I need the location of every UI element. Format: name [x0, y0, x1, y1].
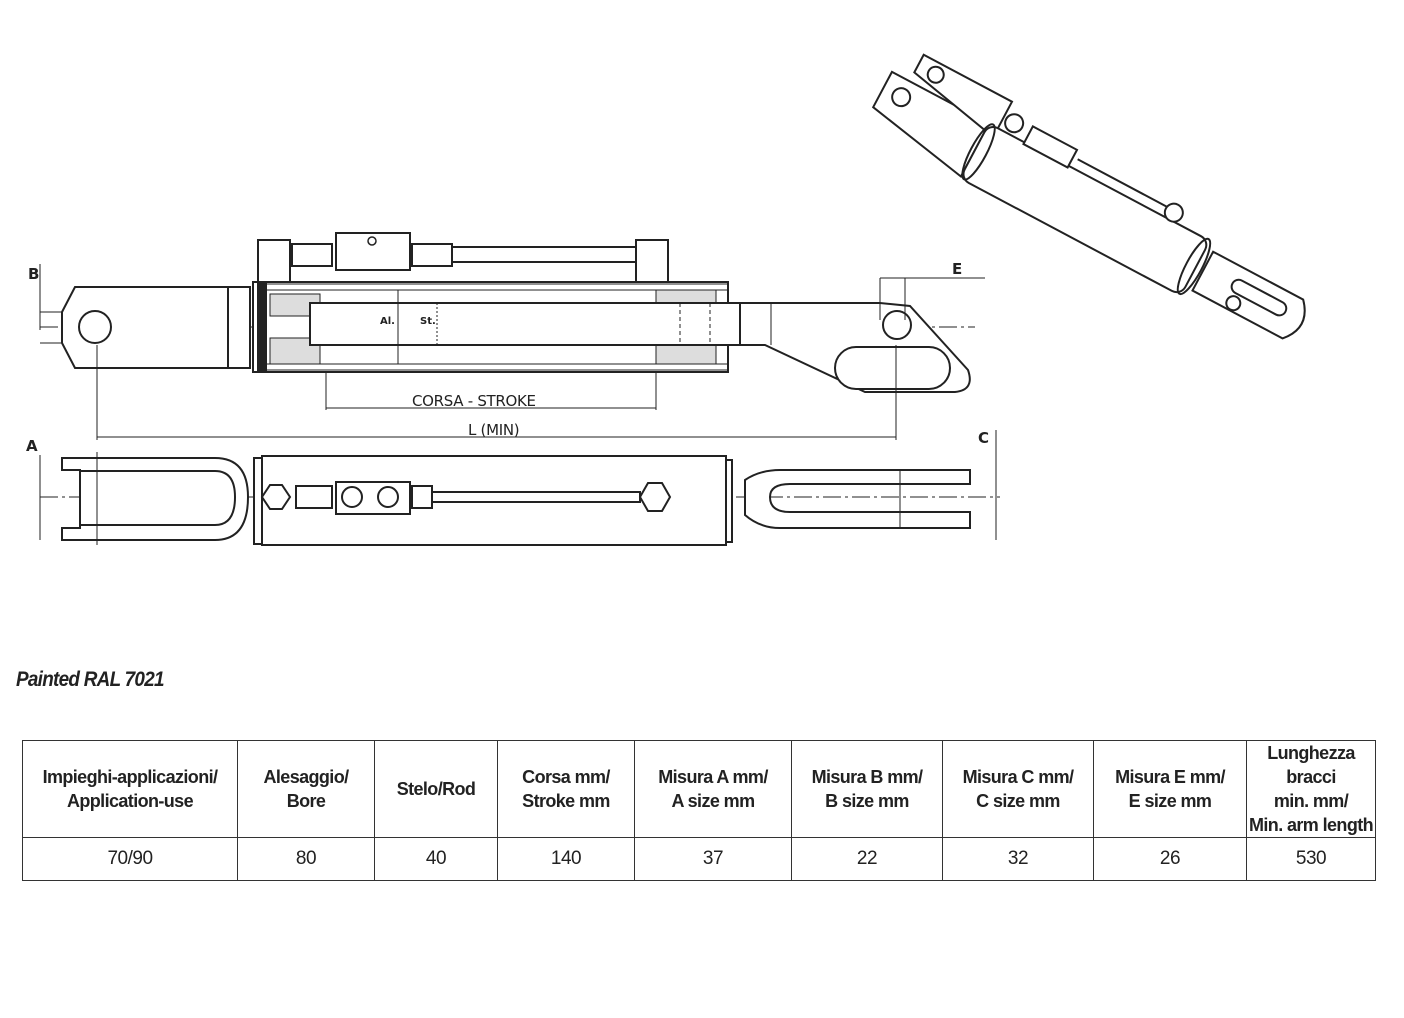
side-section-view: Al. St. CORSA - STROKE L (MIN) B E: [28, 232, 985, 440]
table-header-row: Impieghi-applicazioni/Application-use Al…: [22, 740, 1376, 838]
header-line: Stroke mm: [522, 791, 610, 811]
cell-arm-length: 530: [1246, 837, 1376, 881]
header-line: Misura B mm/: [811, 767, 923, 787]
cell-size-c: 32: [942, 837, 1094, 881]
header-size-b: Misura B mm/B size mm: [791, 740, 943, 838]
header-line: Misura C mm/: [962, 767, 1074, 787]
header-line: A size mm: [671, 791, 756, 811]
label-e: E: [952, 260, 962, 278]
label-b: B: [28, 265, 39, 283]
cell-rod: 40: [374, 837, 498, 881]
header-line: Stelo/Rod: [396, 779, 476, 799]
header-line: B size mm: [825, 791, 909, 811]
header-arm-length: Lunghezza bracci min. mm/Min. arm length: [1246, 740, 1376, 838]
header-line: Bore: [286, 791, 326, 811]
cell-size-b: 22: [791, 837, 943, 881]
cell-bore: 80: [237, 837, 375, 881]
header-line: Lunghezza bracci: [1267, 743, 1355, 787]
header-line: Application-use: [66, 791, 194, 811]
length-dimension-label: L (MIN): [468, 421, 519, 439]
header-bore: Alesaggio/Bore: [237, 740, 375, 838]
cell-application: 70/90: [22, 837, 238, 881]
specifications-table: Impieghi-applicazioni/Application-use Al…: [22, 740, 1376, 881]
stroke-dimension-label: CORSA - STROKE: [412, 392, 536, 410]
header-line: Misura E mm/: [1115, 767, 1225, 787]
top-view: A C: [26, 429, 1000, 546]
header-line: Min. arm length: [1249, 815, 1374, 835]
table-row: 70/90 80 40 140 37 22 32 26 530: [22, 837, 1376, 881]
cylinder-technical-drawing: Al. St. CORSA - STROKE L (MIN) B E: [26, 53, 1306, 546]
label-a: A: [26, 437, 38, 455]
label-al: Al.: [380, 316, 395, 327]
label-c: C: [978, 429, 989, 447]
header-line: C size mm: [976, 791, 1060, 811]
header-size-a: Misura A mm/A size mm: [634, 740, 792, 838]
header-stroke: Corsa mm/Stroke mm: [497, 740, 635, 838]
header-line: Corsa mm/: [522, 767, 610, 787]
header-application: Impieghi-applicazioni/Application-use: [22, 740, 238, 838]
label-st: St.: [420, 316, 436, 327]
cell-size-a: 37: [634, 837, 792, 881]
cell-size-e: 26: [1093, 837, 1247, 881]
header-line: Misura A mm/: [658, 767, 768, 787]
header-rod: Stelo/Rod: [374, 740, 498, 838]
header-line: Alesaggio/: [263, 767, 349, 787]
header-size-c: Misura C mm/C size mm: [942, 740, 1094, 838]
isometric-view: [871, 53, 1306, 340]
paint-note: Painted RAL 7021: [16, 668, 165, 691]
header-line: E size mm: [1128, 791, 1212, 811]
header-line: Impieghi-applicazioni/: [42, 767, 218, 787]
header-line: min. mm/: [1273, 791, 1349, 811]
header-size-e: Misura E mm/E size mm: [1093, 740, 1247, 838]
cell-stroke: 140: [497, 837, 635, 881]
